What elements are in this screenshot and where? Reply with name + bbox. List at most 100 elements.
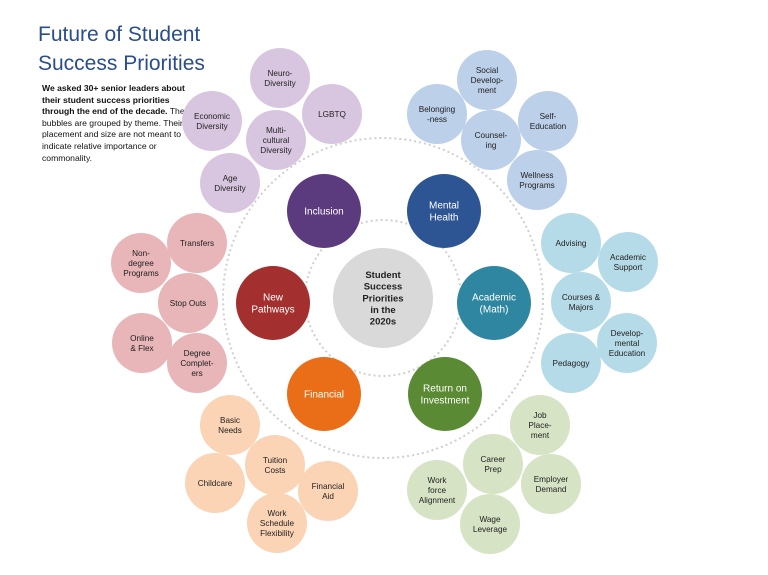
theme-academic: Academic (Math)	[457, 266, 531, 340]
bubble-diversity-4-circle	[200, 153, 260, 213]
bubble-academic-1-label-line: Academic	[610, 253, 646, 262]
theme-mental-health-label-line: Health	[430, 213, 459, 224]
bubble-diversity-2-circle	[182, 91, 242, 151]
bubble-wellness-2: Self-Education	[518, 91, 578, 151]
bubble-pathways-1-circle	[111, 233, 171, 293]
theme-inclusion: Inclusion	[287, 174, 361, 248]
bubble-pathways-3-circle	[112, 313, 172, 373]
theme-financial-label-line: Financial	[304, 390, 344, 401]
bubble-academic-3-circle	[597, 313, 657, 373]
bubble-wellness-1-label-line: Belonging	[419, 105, 456, 114]
bubble-financial-0-circle	[200, 395, 260, 455]
bubble-diversity-1-label-line: LGBTQ	[318, 110, 346, 119]
bubble-career-2-circle	[521, 454, 581, 514]
bubble-wellness-0-label-line: Social	[476, 66, 498, 75]
theme-mental-health-circle	[407, 174, 481, 248]
bubble-pathways-0-circle	[167, 213, 227, 273]
bubble-diversity-4-label-line: Age	[223, 174, 238, 183]
bubble-financial-1-circle	[245, 435, 305, 495]
bubble-pathways-4-circle	[167, 333, 227, 393]
bubble-financial-3-label-line: Financial	[312, 482, 345, 491]
bubble-pathways-0: Transfers	[167, 213, 227, 273]
bubble-career-2-label-line: Demand	[536, 485, 567, 494]
bubble-academic-4: Pedagogy	[541, 333, 601, 393]
theme-inclusion-circle	[287, 174, 361, 248]
bubble-academic-4-circle	[541, 333, 601, 393]
center-bubble-label-line: 2020s	[370, 317, 396, 328]
bubble-financial-4-label-line: Schedule	[260, 519, 295, 528]
bubble-wellness-1: Belonging-ness	[407, 84, 467, 144]
bubble-academic-3-label-line: mental	[615, 339, 640, 348]
bubble-pathways-1-label-line: degree	[128, 259, 154, 268]
bubble-pathways-3-label-line: Online	[130, 334, 154, 343]
bubble-financial-1-label-line: Costs	[265, 466, 286, 475]
bubble-diversity-3-label-line: Diversity	[260, 146, 292, 155]
bubble-academic-1-label-line: Support	[614, 263, 643, 272]
bubble-wellness-3-label-line: ing	[486, 141, 497, 150]
bubble-career-2-label-line: Employer	[534, 475, 569, 484]
bubble-wellness-0-label-line: Develop-	[471, 76, 504, 85]
page-title: Future of Student Success Priorities	[38, 20, 298, 78]
bubble-pathways-3: Online& Flex	[112, 313, 172, 373]
center-bubble-circle	[333, 248, 433, 348]
bubble-diversity-0-label-line: Diversity	[264, 79, 296, 88]
theme-academic-label-line: (Math)	[480, 305, 509, 316]
bubble-wellness-3: Counsel-ing	[461, 110, 521, 170]
bubble-academic-2: Courses &Majors	[551, 272, 611, 332]
title-line-1: Future of Student	[38, 23, 201, 46]
bubble-financial-0-label-line: Basic	[220, 416, 240, 425]
bubble-academic-0: Advising	[541, 213, 601, 273]
bubble-diversity-3-label-line: Multi-	[266, 126, 286, 135]
bubble-diversity-2-label-line: Diversity	[196, 122, 228, 131]
theme-academic-label-line: Academic	[472, 292, 516, 303]
bubble-pathways-1-label-line: Programs	[123, 269, 159, 278]
bubble-wellness-3-circle	[461, 110, 521, 170]
bubble-wellness-2-label-line: Education	[530, 122, 567, 131]
bubble-financial-2-circle	[185, 453, 245, 513]
bubble-career-1-label-line: Career	[480, 455, 505, 464]
bubble-financial-3-label-line: Aid	[322, 492, 334, 501]
theme-mental-health-label-line: Mental	[429, 200, 459, 211]
bubble-career-1-label-line: Prep	[484, 465, 502, 474]
bubble-diversity-0-circle	[250, 48, 310, 108]
bubble-diversity-2-label-line: Economic	[194, 112, 230, 121]
bubble-diversity-0: Neuro-Diversity	[250, 48, 310, 108]
bubble-career-3-label-line: Alignment	[419, 496, 456, 505]
bubble-pathways-4-label-line: Degree	[184, 349, 211, 358]
bubble-diversity-3-label-line: cultural	[263, 136, 290, 145]
bubble-career-0-label-line: Place-	[528, 421, 551, 430]
bubble-academic-3-label-line: Develop-	[611, 329, 644, 338]
bubble-financial-0-label-line: Needs	[218, 426, 242, 435]
bubble-financial-3-circle	[298, 461, 358, 521]
bubble-career-0-circle	[510, 395, 570, 455]
center-bubble-label-line: Student	[365, 270, 401, 281]
bubble-wellness-3-label-line: Counsel-	[475, 131, 508, 140]
bubble-financial-4-label-line: Flexibility	[260, 529, 295, 538]
outer-dotted-ring	[222, 137, 544, 459]
bubble-career-1-circle	[463, 434, 523, 494]
theme-roi-circle	[408, 357, 482, 431]
intro-rest: The bubbles are grouped by theme. Their …	[42, 106, 185, 163]
bubble-wellness-0-label-line: ment	[478, 86, 497, 95]
intro-text: We asked 30+ senior leaders about their …	[42, 83, 187, 164]
bubble-career-0-label-line: Job	[533, 411, 547, 420]
bubble-academic-2-label-line: Courses &	[562, 293, 601, 302]
theme-new-pathways-label-line: Pathways	[251, 305, 294, 316]
bubble-wellness-0-circle	[457, 50, 517, 110]
bubble-career-3-label-line: force	[428, 486, 447, 495]
bubble-pathways-2: Stop Outs	[158, 273, 218, 333]
bubble-diversity-1-circle	[302, 84, 362, 144]
